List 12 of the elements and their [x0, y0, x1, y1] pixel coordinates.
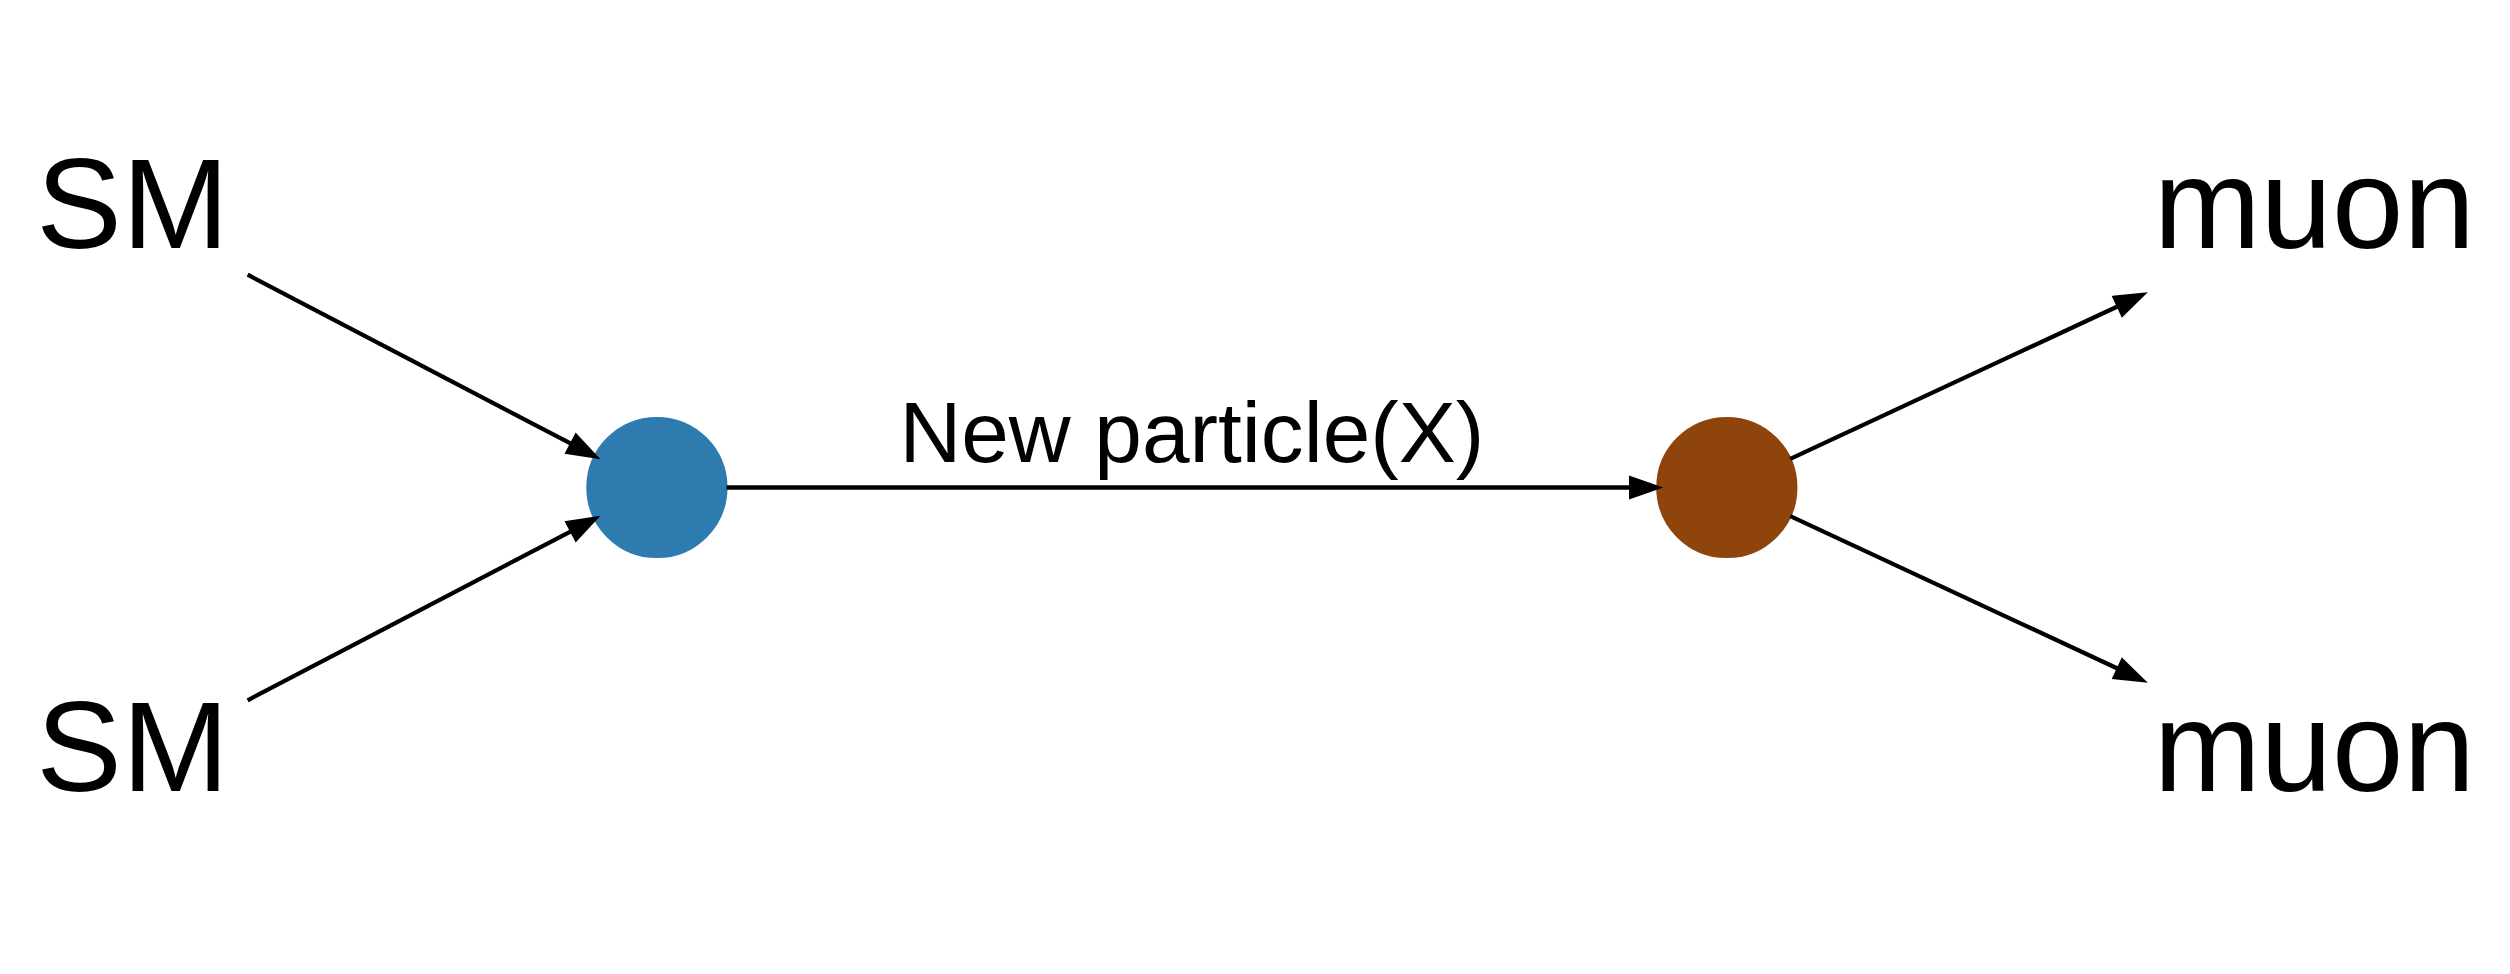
arrow — [246, 272, 601, 459]
node-circle — [1656, 416, 1798, 558]
node-circle — [586, 416, 728, 558]
arrow — [726, 475, 1664, 499]
node-text: SM — [36, 131, 229, 275]
node-text: muon — [2153, 674, 2475, 818]
edge-label: New particle(X) — [899, 384, 1485, 480]
arrow — [1789, 513, 2148, 683]
arrow — [1789, 291, 2148, 461]
node-text: SM — [36, 674, 229, 818]
arrow — [246, 515, 601, 702]
node-text: muon — [2153, 131, 2475, 275]
